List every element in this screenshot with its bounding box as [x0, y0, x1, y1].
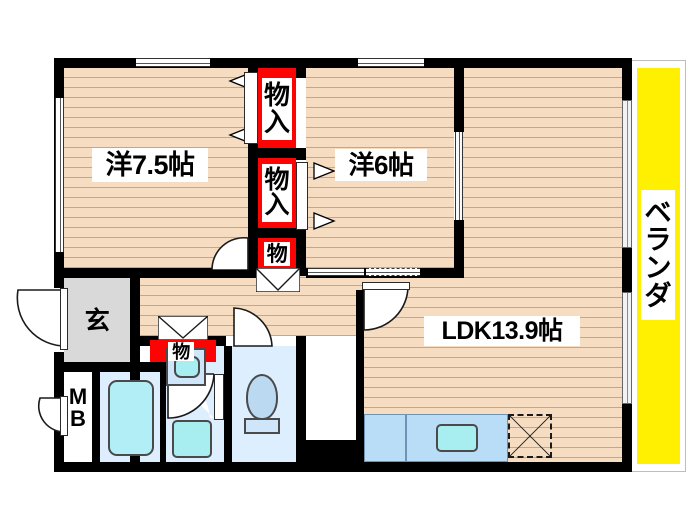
wall-bedroom-bottom-left: [54, 268, 258, 278]
door-ldk-leaf[interactable]: [362, 282, 410, 290]
label-veranda: ベ ラ ン ダ: [641, 190, 675, 320]
wall-hall-ldk-divider: [356, 290, 364, 346]
closet-door-arrow-mid-2: [306, 212, 336, 230]
entrance-door-leaf[interactable]: [60, 288, 68, 350]
washing-machine-space: [172, 420, 212, 458]
kitchen-counter-left: [364, 414, 406, 462]
meter-box-door-leaf[interactable]: [60, 396, 68, 436]
wall-toilet-bottom-black: [296, 440, 364, 472]
label-closet-hall: 物: [168, 342, 194, 361]
wall-mb-right: [92, 362, 100, 462]
label-room-left: 洋7.5帖: [92, 148, 208, 182]
wall-closet-right: [296, 58, 306, 78]
wall-bath-right: [160, 362, 166, 462]
wall-genkan-left-jamb2: [54, 352, 64, 364]
window-bedroom-right-top[interactable]: [358, 58, 424, 67]
door-ldk-swing[interactable]: [362, 284, 410, 332]
wall-right-outer-mid: [622, 244, 632, 296]
sliding-door-room6-bottom[interactable]: [308, 268, 364, 276]
door-hall-closet-double[interactable]: [158, 316, 208, 340]
veranda-char-3: ン: [644, 253, 672, 283]
window-bedroom-left-side[interactable]: [55, 98, 64, 252]
wall-closet-left: [248, 58, 258, 268]
label-ldk: LDK13.9帖: [424, 316, 580, 346]
wall-closet-div-2: [248, 228, 306, 238]
label-genkan: 玄: [84, 306, 110, 335]
wall-toilet-right: [296, 336, 306, 462]
label-meter-box: M B: [63, 382, 93, 434]
closet-door-panel-mid[interactable]: [296, 162, 308, 230]
wall-genkan-right: [130, 268, 140, 348]
door-hall-double-fusuma[interactable]: [256, 268, 300, 292]
sliding-door-veranda-upper[interactable]: [622, 100, 632, 248]
closet-door-panel-top[interactable]: [244, 72, 258, 144]
closet-mid-char-2: 入: [264, 191, 290, 219]
sliding-door-veranda-lower[interactable]: [622, 292, 632, 404]
wall-between-room6-ldk-lower: [454, 220, 464, 278]
wall-toilet-left: [224, 346, 232, 462]
veranda-char-1: ベ: [644, 197, 672, 228]
label-room-right: 洋6帖: [335, 149, 427, 181]
label-closet-lower: 物: [264, 242, 290, 266]
window-bedroom-left-top[interactable]: [136, 58, 210, 67]
label-closet-middle: 物 入: [262, 164, 292, 222]
label-closet-top: 物 入: [262, 78, 292, 140]
sliding-door-room6-bottom2[interactable]: [366, 268, 420, 276]
genkan-floor: [64, 278, 130, 362]
wall-top-outer: [54, 58, 632, 68]
closet-mid-char-1: 物: [264, 165, 290, 194]
meter-box-line2: B: [70, 406, 86, 431]
wall-right-outer-lower: [622, 400, 632, 472]
sliding-partition-room6-ldk[interactable]: [455, 132, 463, 220]
closet-door-arrow-mid-1: [306, 162, 336, 180]
toilet-bowl: [246, 374, 278, 420]
wall-water-top: [92, 362, 164, 372]
door-toilet-swing[interactable]: [232, 306, 274, 348]
wall-genkan-left-jamb: [54, 278, 64, 288]
entrance-door-swing[interactable]: [8, 288, 66, 350]
refrigerator-space: [508, 414, 552, 458]
meter-box-area: [64, 372, 92, 462]
meter-box-line1: M: [68, 383, 88, 409]
room-floor-ldk-upper: [462, 68, 622, 268]
door-washroom-leaf[interactable]: [214, 374, 224, 420]
closet-top-char-2: 入: [263, 107, 290, 137]
wall-closet-right-3: [296, 236, 306, 276]
door-bedroom-left-swing[interactable]: [208, 234, 250, 270]
kitchen-sink: [436, 424, 478, 452]
closet-top-char-1: 物: [263, 80, 290, 111]
wall-genkan-bottom: [54, 362, 94, 372]
veranda-char-2: ラ: [644, 225, 672, 256]
wall-closet-div-1: [248, 148, 306, 158]
wall-hall-ldk-divider-lower: [356, 346, 364, 462]
veranda-char-4: ダ: [644, 280, 672, 311]
toilet-tank: [244, 418, 280, 434]
room-floor-washitsu-right: [306, 68, 454, 268]
wall-between-room6-ldk-upper: [454, 58, 464, 132]
bathtub: [108, 380, 154, 456]
